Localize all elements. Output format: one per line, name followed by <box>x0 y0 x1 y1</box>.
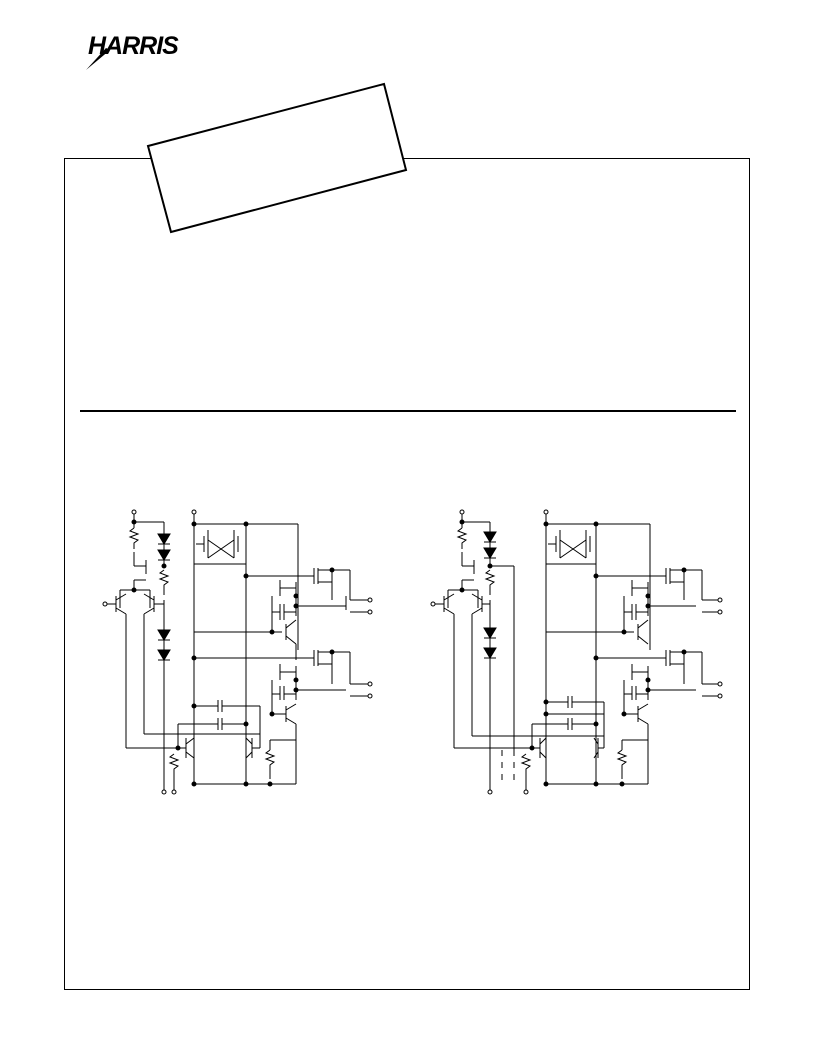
circuit-schematic-left <box>100 500 420 805</box>
harris-logo-mark: HARRIS <box>86 32 180 70</box>
svg-text:HARRIS: HARRIS <box>88 32 179 60</box>
harris-logo: HARRIS <box>84 28 214 72</box>
stamp-box <box>140 80 420 250</box>
circuit-schematic-right <box>428 500 748 805</box>
section-divider <box>80 410 736 412</box>
content-frame <box>64 158 750 990</box>
